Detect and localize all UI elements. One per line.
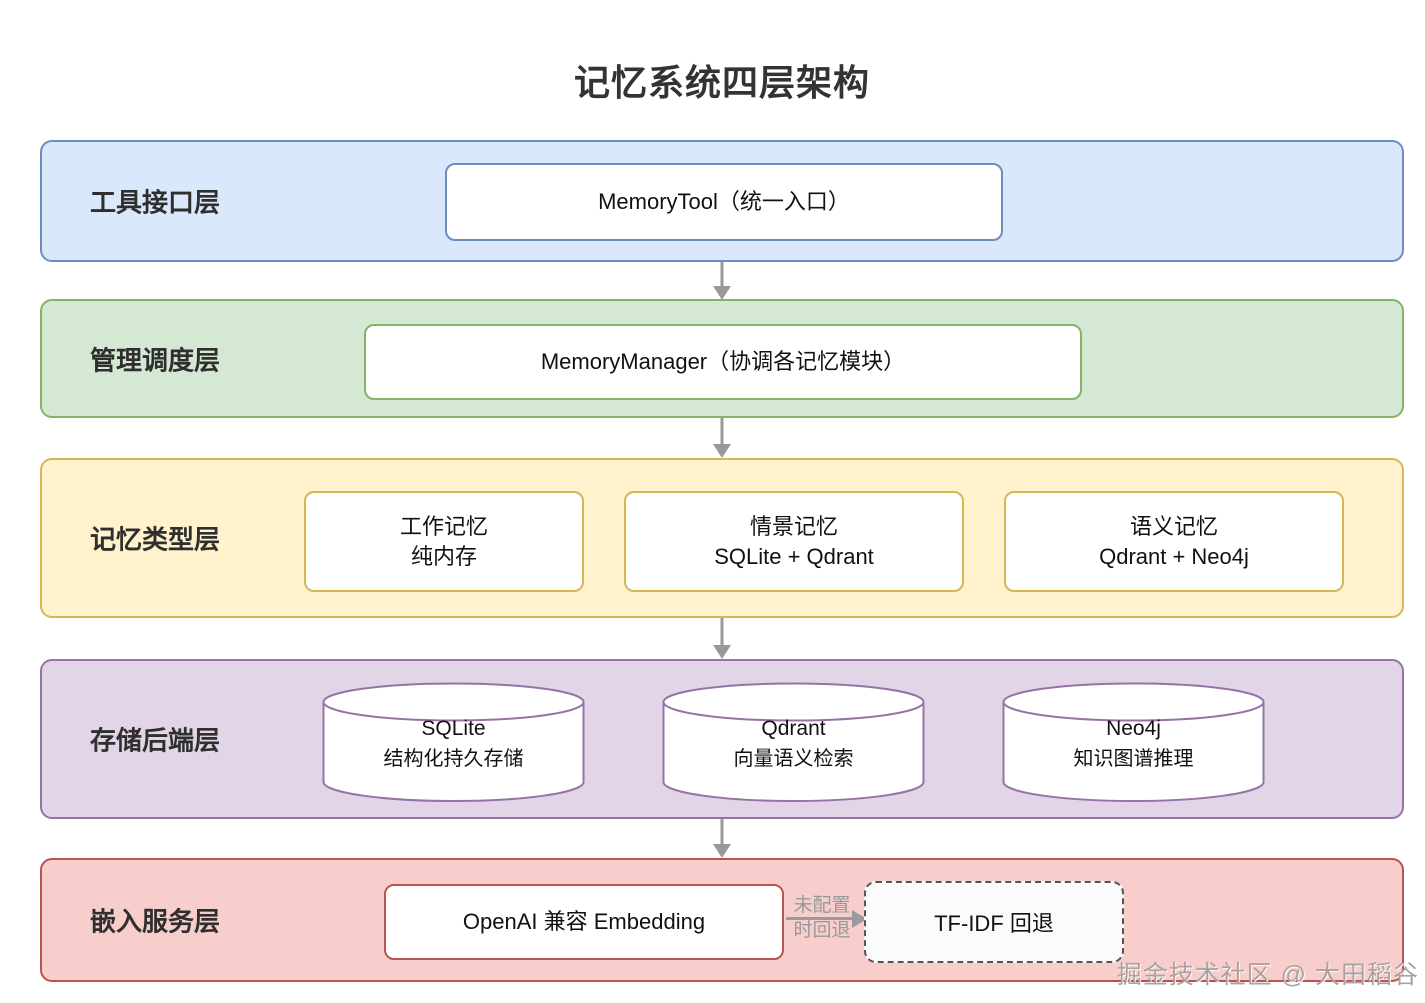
- cylinder-qdrant-title: Qdrant: [761, 717, 826, 740]
- node-memorytool: MemoryTool（统一入口）: [445, 163, 1003, 241]
- layer-tool-interface-label: 工具接口层: [90, 187, 221, 218]
- node-episodic-memory-subtitle: SQLite + Qdrant: [714, 543, 874, 569]
- layer-manager: 管理调度层 MemoryManager（协调各记忆模块）: [40, 299, 1404, 418]
- node-working-memory-subtitle: 纯内存: [410, 543, 477, 569]
- diagram-title: 记忆系统四层架构: [573, 62, 870, 103]
- node-episodic-memory-title: 情景记忆: [749, 513, 838, 539]
- flow-arrow-down-icon: [713, 262, 731, 300]
- node-memorymanager-label: MemoryManager（协调各记忆模块）: [540, 349, 906, 374]
- node-working-memory-title: 工作记忆: [399, 513, 488, 539]
- node-working-memory: 工作记忆 纯内存: [304, 491, 584, 592]
- layer-tool-interface: 工具接口层 MemoryTool（统一入口）: [40, 140, 1404, 262]
- fallback-arrow-right-icon: [852, 910, 867, 928]
- cylinder-qdrant-subtitle: 向量语义检索: [733, 748, 854, 770]
- node-semantic-memory: 语义记忆 Qdrant + Neo4j: [1004, 491, 1344, 592]
- flow-arrow-down-icon: [713, 819, 731, 858]
- node-episodic-memory: 情景记忆 SQLite + Qdrant: [624, 491, 964, 592]
- fallback-condition-line2: 时回退: [793, 920, 851, 941]
- layer-embedding-service-label: 嵌入服务层: [90, 906, 221, 937]
- fallback-condition-line1: 未配置: [793, 895, 851, 916]
- layer-manager-label: 管理调度层: [90, 345, 221, 375]
- database-cylinder-icon: [322, 682, 585, 802]
- node-memorymanager: MemoryManager（协调各记忆模块）: [364, 324, 1082, 400]
- fallback-arrow-line: [786, 917, 854, 920]
- layer-memory-types: 记忆类型层 工作记忆 纯内存 情景记忆 SQLite + Qdrant 语义记忆…: [40, 458, 1404, 618]
- database-cylinder-icon: [1002, 682, 1265, 802]
- database-cylinder-icon: [662, 682, 925, 802]
- cylinder-sqlite: SQLite 结构化持久存储: [322, 682, 585, 803]
- node-tfidf-fallback: TF-IDF 回退: [864, 881, 1124, 963]
- node-openai-embedding: OpenAI 兼容 Embedding: [384, 884, 784, 960]
- cylinder-sqlite-subtitle: 结构化持久存储: [383, 748, 524, 770]
- fallback-condition-label: 未配置 时回退: [786, 893, 858, 943]
- node-memorytool-label: MemoryTool（统一入口）: [598, 189, 850, 214]
- watermark: 掘金技术社区 @ 大田稻谷: [1116, 961, 1419, 989]
- node-openai-embedding-label: OpenAI 兼容 Embedding: [462, 909, 706, 934]
- node-semantic-memory-title: 语义记忆: [1129, 513, 1218, 539]
- cylinder-qdrant: Qdrant 向量语义检索: [662, 682, 925, 803]
- flow-arrow-down-icon: [713, 618, 731, 659]
- node-tfidf-fallback-label: TF-IDF 回退: [934, 911, 1054, 936]
- layer-memory-types-label: 记忆类型层: [90, 524, 221, 555]
- cylinder-neo4j-title: Neo4j: [1106, 717, 1161, 740]
- cylinder-sqlite-title: SQLite: [421, 717, 486, 740]
- cylinder-neo4j-subtitle: 知识图谱推理: [1073, 748, 1194, 770]
- layer-storage-backend-label: 存储后端层: [90, 725, 221, 756]
- layer-embedding-service: 嵌入服务层 OpenAI 兼容 Embedding 未配置 时回退 TF-IDF…: [40, 858, 1404, 982]
- flow-arrow-down-icon: [713, 418, 731, 458]
- cylinder-neo4j: Neo4j 知识图谱推理: [1002, 682, 1265, 803]
- node-semantic-memory-subtitle: Qdrant + Neo4j: [1099, 543, 1249, 569]
- layer-storage-backend: 存储后端层 SQLite 结构化持久存储 Qdrant 向量语义检索: [40, 659, 1404, 819]
